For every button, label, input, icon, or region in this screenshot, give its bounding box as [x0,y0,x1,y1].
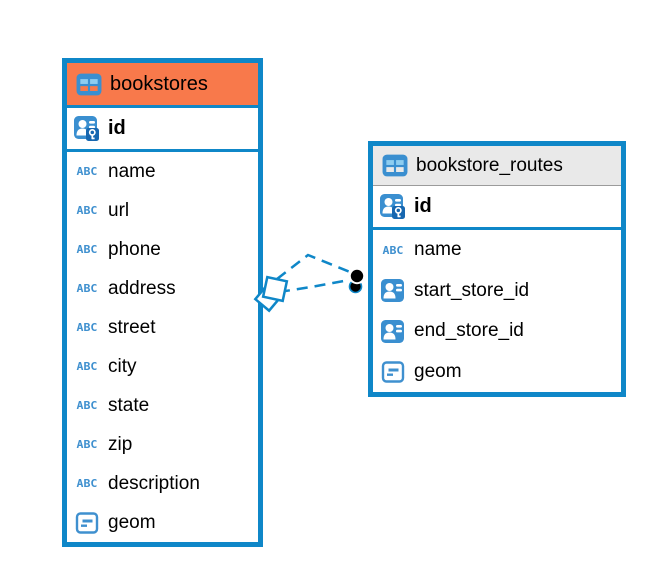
column-row-geom[interactable]: geom [67,503,258,542]
entity-bookstores[interactable]: bookstores id ABC name [62,58,263,547]
column-name: id [414,195,432,217]
foreign-key-person-icon [379,278,406,303]
column-name: description [108,472,200,494]
relationship-dot-marker[interactable] [348,267,366,294]
entity-bookstore-routes-header[interactable]: bookstore_routes [373,146,621,186]
text-type-icon: ABC [76,360,97,373]
column-row-end-store-id[interactable]: end_store_id [373,311,621,352]
column-name: phone [108,238,161,260]
foreign-key-person-icon [379,319,406,344]
column-name: geom [108,511,156,533]
text-type-icon: ABC [76,438,97,451]
text-type-icon: ABC [76,204,97,217]
table-title: bookstore_routes [416,154,563,176]
column-name: end_store_id [414,320,524,342]
table-icon [381,154,408,177]
column-name: street [108,316,156,338]
column-name: name [108,160,156,182]
column-row-description[interactable]: ABC description [67,464,258,503]
column-name: url [108,199,130,221]
entity-bookstore-routes[interactable]: bookstore_routes id ABC name [368,141,626,397]
geometry-type-icon [379,360,406,384]
column-name: zip [108,433,133,455]
table-title: bookstores [110,72,208,95]
column-name: geom [414,360,462,382]
relationship-diamond-marker[interactable] [253,275,289,313]
column-row-id[interactable]: id [373,186,621,230]
foreign-key-line-1[interactable] [276,253,351,280]
geometry-type-icon [73,511,100,535]
primary-key-icon [73,115,100,142]
column-name: city [108,355,137,377]
primary-key-icon [379,193,406,220]
column-row-zip[interactable]: ABC zip [67,425,258,464]
text-type-icon: ABC [76,165,97,178]
text-type-icon: ABC [76,321,97,334]
column-name: address [108,277,176,299]
column-row-geom[interactable]: geom [373,351,621,392]
text-type-icon: ABC [76,282,97,295]
text-type-icon: ABC [382,243,403,257]
text-type-icon: ABC [76,399,97,412]
column-row-name[interactable]: ABC name [373,230,621,271]
column-row-name[interactable]: ABC name [67,152,258,191]
column-row-url[interactable]: ABC url [67,191,258,230]
column-row-id[interactable]: id [67,108,258,152]
text-type-icon: ABC [76,243,97,256]
text-type-icon: ABC [76,477,97,490]
column-name: start_store_id [414,279,530,301]
column-name: name [414,239,462,261]
foreign-key-line-2[interactable] [278,278,350,294]
column-name: state [108,394,150,416]
column-row-start-store-id[interactable]: start_store_id [373,270,621,311]
column-row-phone[interactable]: ABC phone [67,230,258,269]
column-row-address[interactable]: ABC address [67,269,258,308]
table-icon [75,73,102,96]
column-name: id [108,117,126,139]
column-row-street[interactable]: ABC street [67,308,258,347]
entity-bookstores-header[interactable]: bookstores [67,63,258,108]
column-row-city[interactable]: ABC city [67,347,258,386]
column-row-state[interactable]: ABC state [67,386,258,425]
